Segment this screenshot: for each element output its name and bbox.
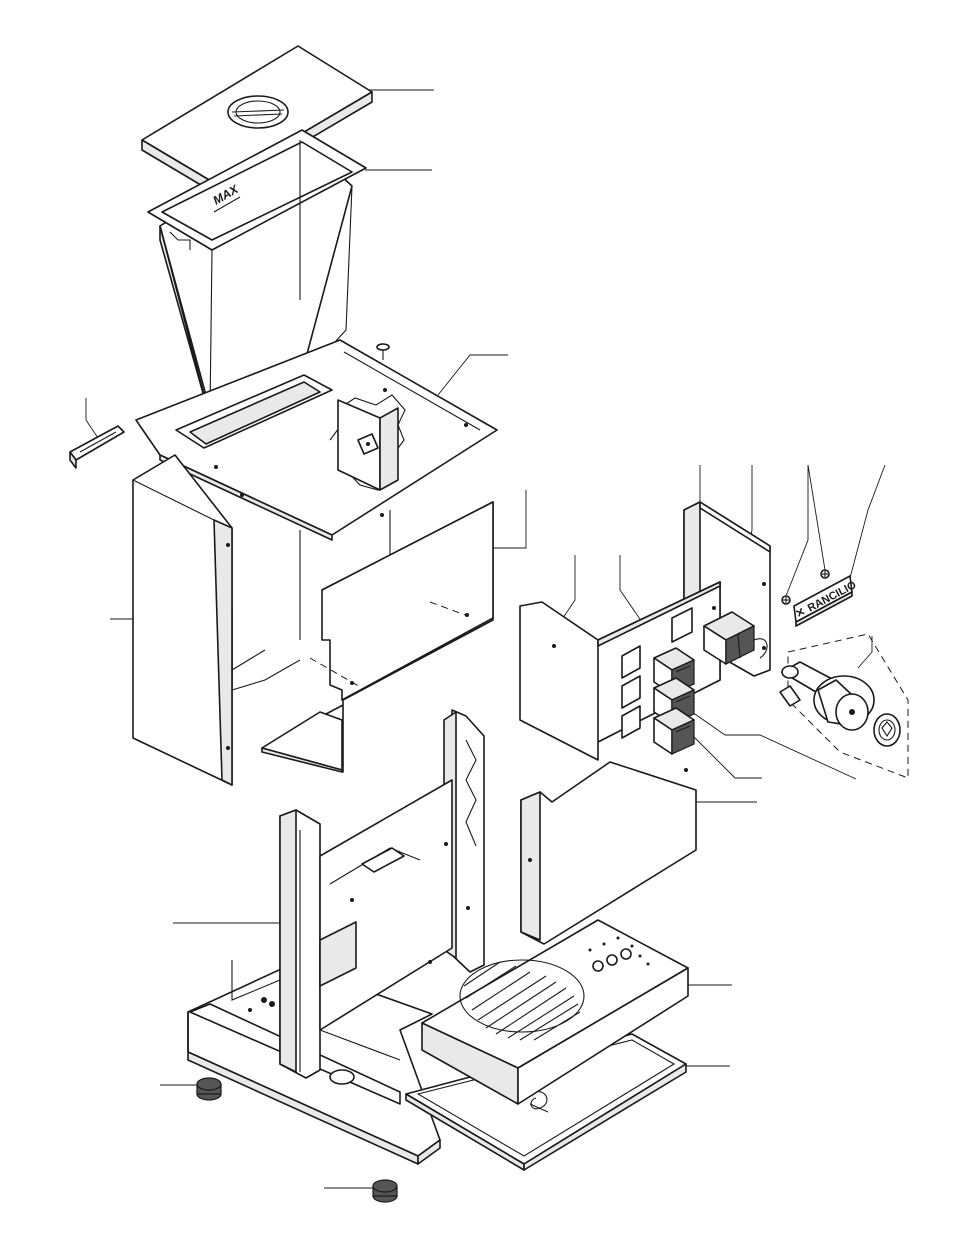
screw-icon — [820, 569, 830, 579]
leader-top-cover — [437, 354, 508, 396]
leader-switch-middle — [691, 711, 857, 780]
drip-grid — [421, 919, 689, 1105]
back-panel — [261, 501, 494, 773]
switch-middle — [653, 677, 695, 725]
retaining-clip — [357, 433, 379, 455]
rubber-foot-front — [372, 1179, 398, 1203]
rubber-foot-left — [196, 1077, 222, 1101]
leader-knob — [857, 636, 873, 669]
hopper-tab — [69, 425, 125, 469]
top-screw — [376, 343, 390, 360]
leader-switch-lower — [691, 734, 762, 779]
badge-screws — [781, 569, 830, 605]
switch-lower — [653, 707, 695, 755]
drip-tray — [405, 1033, 687, 1171]
top-cover — [135, 339, 498, 541]
front-panel — [520, 761, 697, 945]
dual-switch — [703, 611, 768, 665]
brand-badge: RANCILIO ✕ — [793, 575, 859, 627]
leader-badge — [849, 464, 886, 579]
hopper: MAX — [147, 129, 367, 419]
main-frame — [187, 709, 485, 1165]
screw-icon — [781, 595, 791, 605]
left-side-panel — [132, 454, 391, 786]
grid-slots — [463, 961, 581, 1041]
knob — [779, 633, 909, 779]
leader-screws — [785, 464, 826, 597]
leader-hopper-tab — [85, 398, 99, 439]
leader-back-panel — [493, 490, 527, 549]
